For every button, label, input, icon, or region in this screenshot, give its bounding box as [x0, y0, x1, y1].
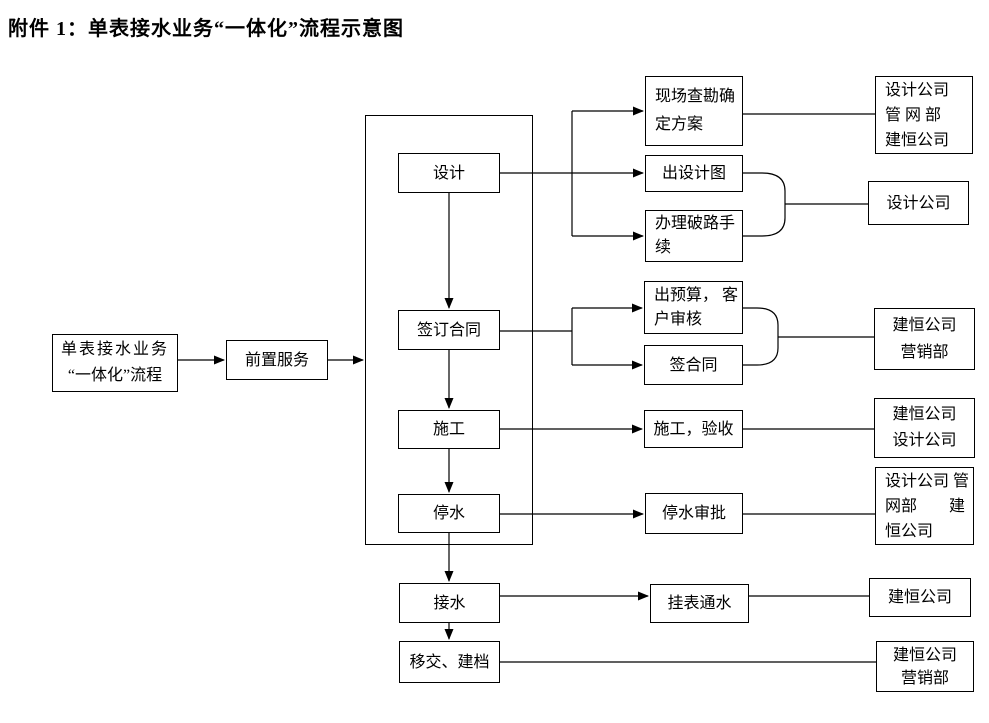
- node-resp-archive-line1: 建恒公司: [892, 646, 957, 664]
- node-resp-construct-line1: 建恒公司: [892, 406, 957, 423]
- node-sign-agreement-label: 签合同: [669, 356, 718, 374]
- node-issue-drawing: 出设计图: [645, 155, 743, 192]
- node-construction: 施工: [398, 410, 500, 449]
- node-stop-approval-label: 停水审批: [661, 505, 726, 522]
- node-budget-line1: 出预算， 客: [654, 286, 739, 304]
- node-resp-meter-label: 建恒公司: [887, 589, 952, 606]
- node-handover: 移交、建档: [399, 641, 500, 683]
- node-start: 单表接水业务 “一体化”流程: [52, 334, 178, 392]
- node-resp-survey-line1: 设计公司: [885, 81, 950, 99]
- node-design: 设计: [398, 153, 500, 193]
- node-handover-label: 移交、建档: [409, 653, 490, 671]
- node-resp-contract-line2: 营销部: [900, 344, 949, 361]
- node-resp-meter: 建恒公司: [869, 578, 971, 617]
- node-budget-line2: 户审核: [654, 310, 703, 328]
- node-resp-survey-line3: 建恒公司: [885, 131, 950, 149]
- node-resp-survey-line2: 管 网 部: [885, 106, 942, 124]
- node-design-label: 设计: [432, 164, 465, 182]
- node-meter-install: 挂表通水: [650, 584, 749, 623]
- node-stop-water: 停水: [398, 494, 500, 533]
- node-stop-water-label: 停水: [432, 505, 465, 522]
- node-resp-construct-line2: 设计公司: [892, 432, 957, 449]
- node-connect-water: 接水: [399, 583, 500, 623]
- node-start-line2: “一体化”流程: [67, 367, 163, 384]
- node-road-permit-line2: 续: [655, 239, 672, 256]
- node-resp-stop-line2: 网部 建: [885, 497, 966, 515]
- node-resp-stop-line1: 设计公司 管: [885, 472, 970, 490]
- stage-container: [365, 115, 533, 545]
- node-stop-approval: 停水审批: [645, 493, 743, 534]
- node-resp-contract-line1: 建恒公司: [892, 317, 957, 334]
- node-resp-archive-line2: 营销部: [900, 669, 949, 687]
- node-construct-accept: 施工，验收: [644, 410, 743, 448]
- node-construction-label: 施工: [432, 421, 465, 438]
- node-site-survey-line1: 现场查勘确: [655, 88, 736, 105]
- node-site-survey: 现场查勘确 定方案: [645, 76, 743, 146]
- node-pre-service-label: 前置服务: [244, 351, 309, 369]
- node-road-permit: 办理破路手 续: [645, 210, 743, 262]
- node-pre-service: 前置服务: [226, 340, 328, 380]
- node-resp-archive: 建恒公司 营销部: [876, 641, 974, 692]
- node-resp-stop-line3: 恒公司: [885, 522, 934, 540]
- node-resp-stop: 设计公司 管 网部 建 恒公司: [875, 467, 974, 545]
- merge-bracket-design: [743, 172, 786, 237]
- node-sign-contract-label: 签订合同: [416, 321, 481, 339]
- node-meter-install-label: 挂表通水: [667, 595, 732, 612]
- node-issue-drawing-label: 出设计图: [661, 165, 726, 182]
- node-sign-contract: 签订合同: [398, 310, 500, 350]
- node-start-line1: 单表接水业务: [60, 341, 169, 358]
- page-title: 附件 1：单表接水业务“一体化”流程示意图: [8, 18, 404, 40]
- node-site-survey-line2: 定方案: [655, 116, 704, 133]
- node-construct-accept-label: 施工，验收: [653, 420, 734, 438]
- node-sign-agreement: 签合同: [644, 345, 743, 385]
- node-connect-water-label: 接水: [433, 594, 466, 612]
- node-resp-survey: 设计公司 管 网 部 建恒公司: [875, 76, 973, 154]
- node-resp-design: 设计公司: [868, 181, 969, 225]
- node-resp-design-label: 设计公司: [886, 194, 951, 212]
- node-resp-construct: 建恒公司 设计公司: [874, 398, 975, 458]
- merge-bracket-contract: [743, 307, 779, 366]
- node-resp-contract: 建恒公司 营销部: [874, 308, 975, 370]
- node-budget: 出预算， 客 户审核: [644, 281, 743, 334]
- node-road-permit-line1: 办理破路手: [655, 215, 736, 232]
